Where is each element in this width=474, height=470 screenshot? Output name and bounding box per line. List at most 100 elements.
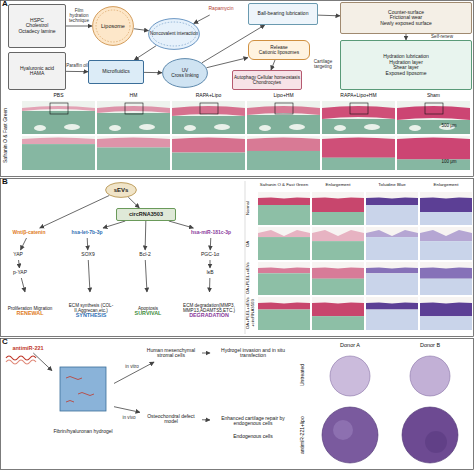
marrow-space bbox=[34, 125, 46, 131]
flow-arrow bbox=[88, 260, 90, 292]
cartilage-layer bbox=[397, 106, 470, 120]
node-text: Release bbox=[270, 45, 288, 50]
histology-image bbox=[247, 136, 320, 170]
node-shape bbox=[93, 7, 134, 46]
cartilage-layer bbox=[247, 106, 320, 115]
histology-image bbox=[420, 262, 472, 295]
protein-label: Bcl-2 bbox=[132, 250, 158, 260]
flow-arrow bbox=[134, 46, 156, 60]
edge-label: Film hydration technique bbox=[66, 9, 92, 23]
bone-layer bbox=[312, 241, 364, 260]
node-text: SOX9 bbox=[81, 252, 94, 258]
histology-image bbox=[397, 101, 470, 134]
pellet-image bbox=[322, 407, 378, 463]
node-text: hsa-miR-181c-3p bbox=[191, 230, 231, 236]
bone-layer bbox=[397, 159, 470, 170]
outcome-box: ECM degradation(MMP3, MMP13,ADAMTS5,ETC.… bbox=[174, 292, 244, 330]
flow-arrow bbox=[318, 15, 340, 17]
node-text: Osteochondral defect model bbox=[140, 414, 202, 425]
cartilage-layer bbox=[420, 268, 472, 279]
histology-image bbox=[322, 136, 395, 170]
node-text: Exposed liposome bbox=[386, 71, 427, 77]
bone-layer bbox=[366, 205, 418, 225]
histology-image bbox=[22, 136, 95, 170]
cartilage-layer bbox=[22, 138, 95, 145]
cartilage-layer bbox=[97, 106, 170, 113]
protein-label: YAP bbox=[6, 250, 30, 260]
bone-layer bbox=[366, 310, 418, 330]
outcome-box: Proliferation MigrationRENEWAL bbox=[2, 292, 58, 330]
circrna-box: circRNA3503 bbox=[116, 208, 176, 221]
histology-image bbox=[322, 101, 395, 134]
release-box: ReleaseCationic liposomes bbox=[248, 40, 310, 60]
histology-image bbox=[366, 262, 418, 295]
node-shape bbox=[106, 183, 137, 198]
pellet-image bbox=[330, 356, 370, 396]
bone-layer bbox=[247, 151, 320, 170]
annotation: Endogenous cells bbox=[210, 434, 296, 440]
histology-image bbox=[312, 262, 364, 295]
cartilage-layer bbox=[312, 198, 364, 213]
column-header: PBS bbox=[22, 93, 95, 99]
cartilage-layer bbox=[322, 106, 395, 119]
flow-arrow bbox=[145, 221, 147, 250]
step-text: Hydrogel invasion and in situ transfecti… bbox=[210, 344, 296, 362]
node-text: Fibrin/hyaluronan hydrogel bbox=[53, 429, 112, 435]
row-label: OA+PLEL+sEVs+circRNA3503 bbox=[246, 297, 257, 330]
flow-arrow bbox=[114, 407, 140, 413]
column-header: RAPA+Lipo bbox=[172, 93, 245, 99]
step-text: Enhanced cartilage repair by endogenous … bbox=[210, 410, 296, 432]
flow-arrow bbox=[18, 260, 20, 268]
cartilage-layer bbox=[312, 230, 364, 241]
histology-image bbox=[172, 136, 245, 170]
cartilage-layer bbox=[397, 138, 470, 160]
column-header: RAPA+Lipo+HM bbox=[322, 93, 395, 99]
panel-frame bbox=[1, 179, 474, 337]
node-text: Cross linking bbox=[171, 73, 198, 78]
bone-layer bbox=[258, 205, 310, 225]
marrow-space bbox=[139, 124, 155, 130]
pellet-texture bbox=[333, 420, 353, 440]
material-box: Hyaluronic acidHAMA bbox=[8, 52, 66, 90]
column-header: Donor B bbox=[402, 342, 458, 348]
bone-layer bbox=[172, 153, 245, 170]
histology-image bbox=[258, 227, 310, 260]
marrow-space bbox=[184, 125, 196, 131]
bone-layer bbox=[397, 120, 470, 134]
bone-layer bbox=[97, 113, 170, 134]
cartilage-layer bbox=[312, 303, 364, 317]
node-text: Chondrocytes bbox=[253, 80, 281, 85]
bone-layer bbox=[172, 116, 245, 134]
node-text: Noncovalent interaction bbox=[150, 31, 198, 36]
cartilage-layer bbox=[258, 268, 310, 274]
protein-label: PGC-1α bbox=[194, 250, 226, 260]
flow-arrow bbox=[40, 195, 110, 228]
cartilage-layer bbox=[420, 303, 472, 317]
flow-arrow bbox=[144, 72, 162, 73]
hydrogel-square bbox=[60, 367, 106, 411]
cartilage-layer bbox=[420, 198, 472, 213]
zoom-box bbox=[200, 103, 218, 114]
marrow-space bbox=[289, 124, 305, 130]
flow-arrow bbox=[145, 260, 147, 292]
node-text: UV bbox=[182, 68, 189, 73]
flow-arrow bbox=[134, 29, 149, 31]
node-shape bbox=[163, 59, 208, 88]
mechanism-box: Ball-bearing lubrication bbox=[248, 3, 318, 25]
node-text: Microfluidics bbox=[102, 69, 130, 75]
histology-image bbox=[312, 297, 364, 330]
flow-arrow bbox=[202, 419, 210, 420]
bone-layer bbox=[22, 111, 95, 134]
row-label: OA+PLEL+sEVs bbox=[246, 262, 257, 295]
scale-label: 500 μm bbox=[430, 124, 468, 129]
flow-arrow bbox=[21, 278, 25, 292]
bilayer-ring bbox=[96, 10, 130, 42]
cartilage-layer bbox=[322, 138, 395, 158]
node-text: SYNTHESIS bbox=[76, 313, 107, 319]
bone-layer bbox=[258, 273, 310, 295]
marrow-space bbox=[214, 124, 230, 130]
cartilage-layer bbox=[247, 138, 320, 151]
node-text: Hydrogel invasion and in situ transfecti… bbox=[210, 348, 296, 359]
node-text: Ball-bearing lubrication bbox=[258, 11, 309, 17]
